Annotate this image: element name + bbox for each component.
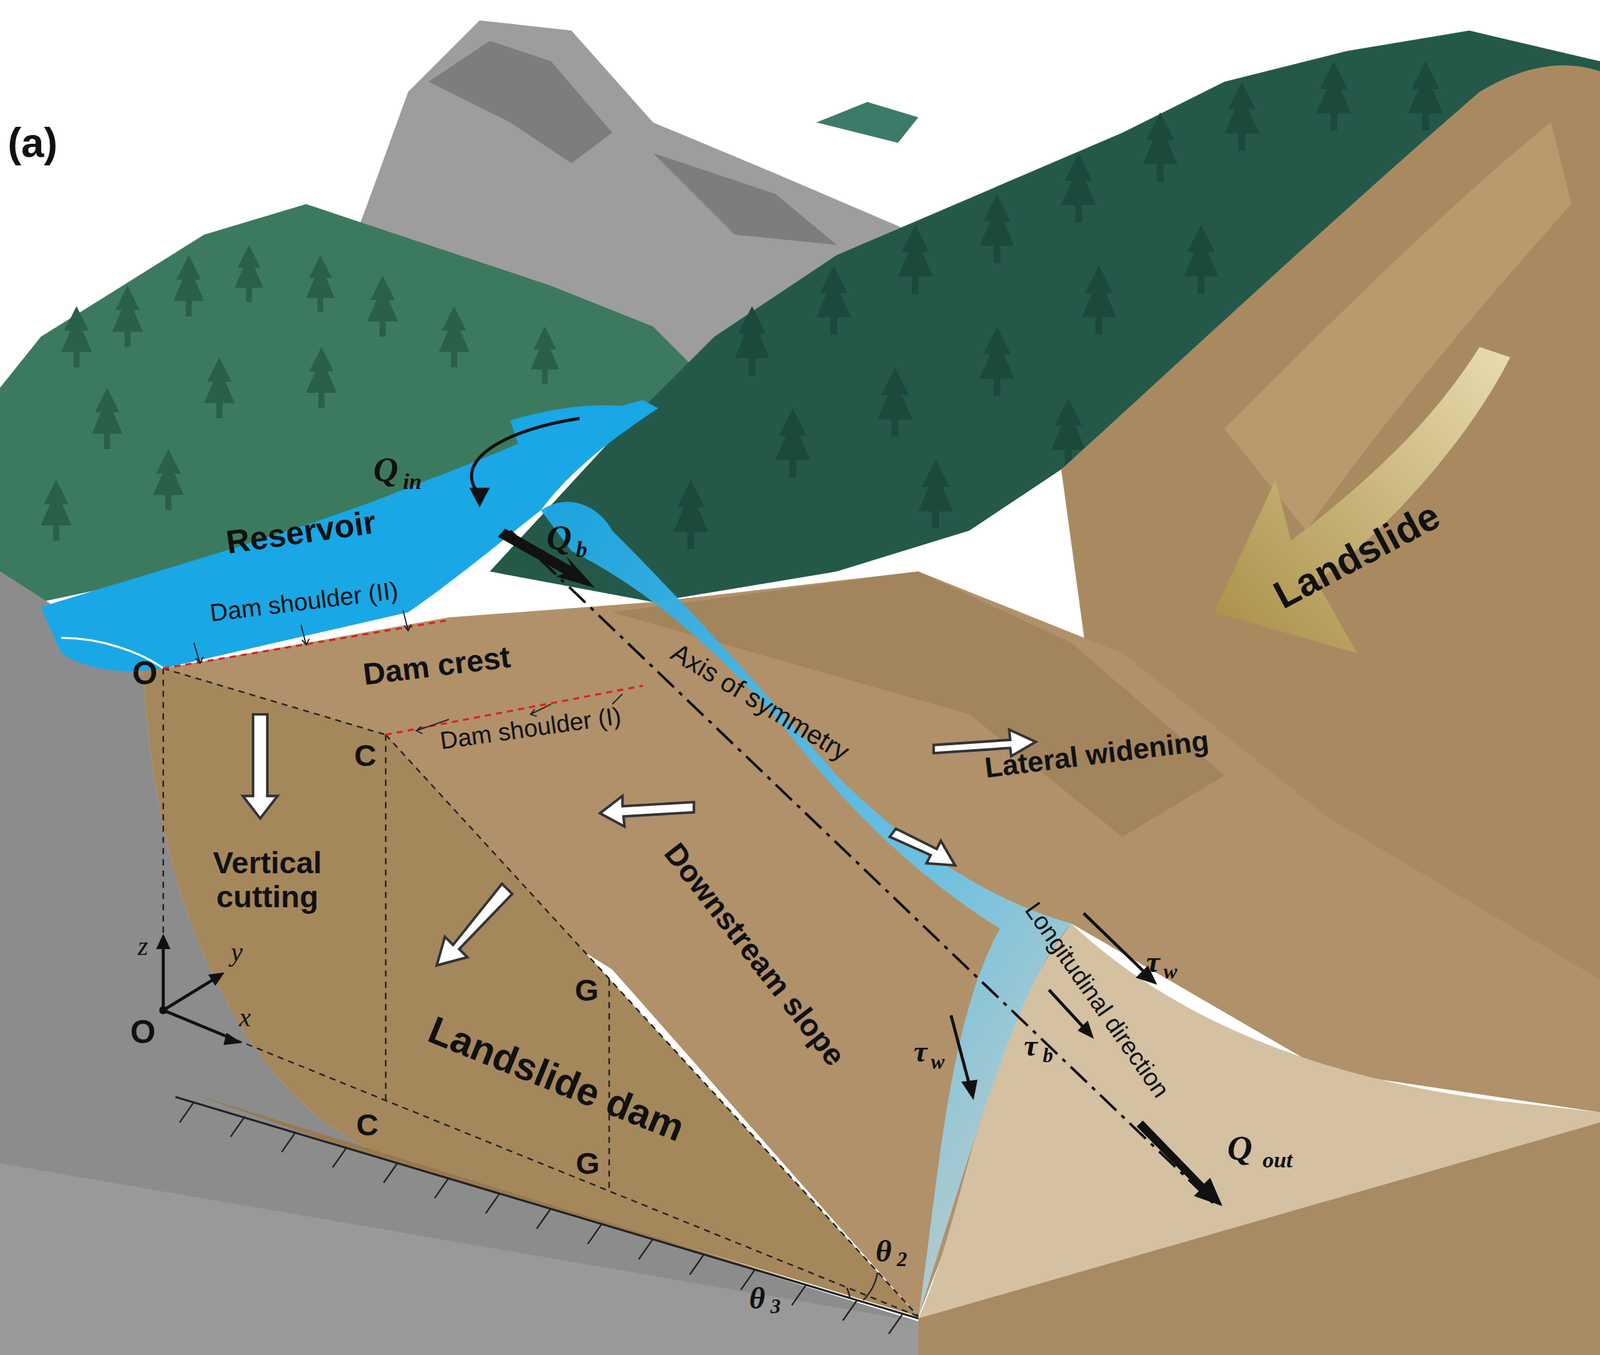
stress-symbol: τ (913, 1033, 928, 1068)
panel-letter: (a) (7, 120, 58, 166)
axis-symbol: y (230, 938, 243, 968)
flow-subscript: out (1262, 1147, 1293, 1173)
angle-subscript: 3 (770, 1294, 782, 1317)
flow-symbol: Q (546, 518, 572, 557)
stress-subscript: w (1163, 960, 1178, 983)
flow-symbol: Q (373, 450, 399, 489)
angle-subscript: 2 (896, 1247, 908, 1270)
angle-symbol: θ (749, 1281, 765, 1316)
axis-symbol: z (137, 932, 149, 962)
angle-symbol: θ (875, 1233, 892, 1268)
flow-subscript: in (402, 469, 422, 495)
point-label: C (354, 738, 377, 773)
point-label: C (356, 1107, 379, 1142)
stress-subscript: w (930, 1049, 945, 1072)
point-label: O (130, 1014, 156, 1051)
flow-subscript: b (575, 537, 587, 563)
flow-symbol: Q (1227, 1128, 1253, 1167)
point-label: O (132, 655, 158, 692)
point-label: G (575, 1146, 600, 1181)
stress-subscript: b (1043, 1043, 1054, 1067)
stress-symbol: τ (1023, 1028, 1038, 1063)
stress-symbol: τ (1146, 944, 1161, 979)
process-label: Vertical cutting (180, 845, 354, 914)
point-label: G (574, 973, 599, 1008)
axis-symbol: x (239, 1003, 251, 1034)
